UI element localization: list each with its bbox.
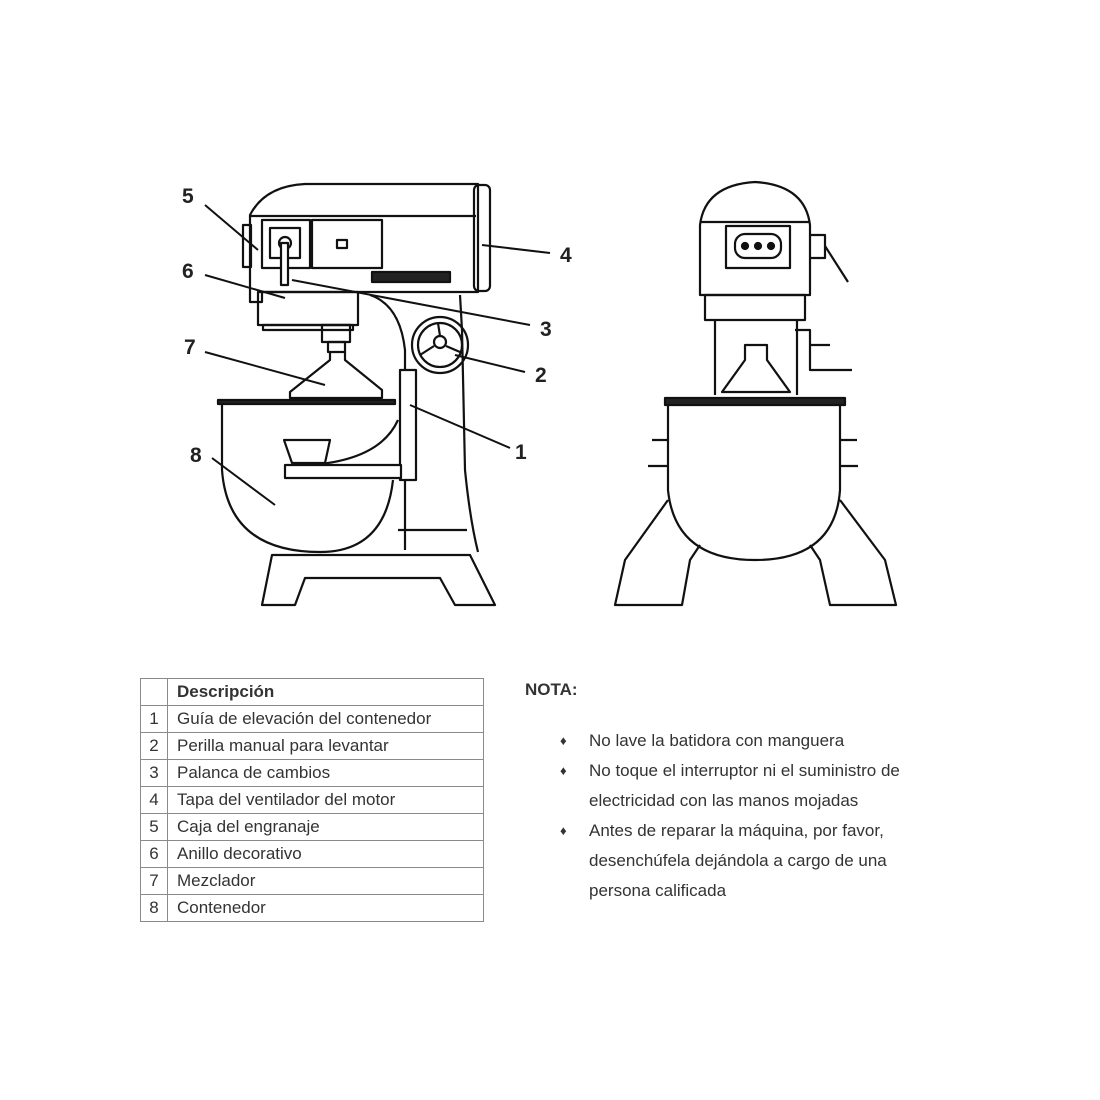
mixer-front-view: [613, 180, 898, 607]
front-column: [713, 320, 799, 395]
row-desc: Palanca de cambios: [167, 759, 484, 787]
header-description: Descripción: [167, 678, 484, 706]
front-bowl-rim: [663, 396, 847, 407]
row-desc: Caja del engranaje: [167, 813, 484, 841]
row-desc: Guía de elevación del contenedor: [167, 705, 484, 733]
note-item: ♦ No toque el interruptor ni el suministr…: [560, 756, 934, 816]
note-text: Antes de reparar la máquina, por favor, …: [589, 821, 887, 900]
table-header-row: Descripción: [140, 678, 484, 706]
bowl-clips: [648, 438, 858, 468]
row-desc: Contenedor: [167, 894, 484, 922]
vent-grille: [370, 270, 452, 284]
switch-panel: [310, 218, 384, 270]
switch-icon: [335, 238, 349, 250]
callout-2: 2: [535, 364, 547, 387]
front-control-plate: [733, 232, 783, 260]
callout-4: 4: [560, 244, 572, 267]
front-leg-right: [809, 499, 898, 607]
front-gear-ring: [703, 293, 807, 322]
note-text: No lave la batidora con manguera: [589, 731, 845, 750]
handwheel: [410, 315, 470, 375]
notes-list: ♦ No lave la batidora con manguera ♦ No to…: [525, 726, 934, 906]
row-num: 8: [140, 894, 168, 922]
notes-section: NOTA: ♦ No lave la batidora con manguera …: [525, 680, 934, 906]
motor-fan-cover: [472, 183, 492, 293]
callout-1: 1: [515, 441, 527, 464]
mixer-diagram: 1 2 3 4 5 6 7 8: [182, 180, 898, 607]
indicator-icon: [740, 241, 750, 251]
bowl-arm: [283, 463, 403, 480]
indicator-icon: [766, 241, 776, 251]
front-bowl: [666, 405, 842, 562]
handwheel-inner: [416, 321, 464, 369]
indicator-icon: [753, 241, 763, 251]
front-control-panel: [724, 224, 792, 270]
bowl-back: [309, 419, 400, 467]
header-num: [140, 678, 168, 706]
row-num: 5: [140, 813, 168, 841]
bowl: [220, 404, 395, 554]
front-leg-left: [613, 499, 701, 607]
mixer-neck: [326, 340, 347, 354]
diamond-bullet-icon: ♦: [560, 763, 567, 778]
note-text: No toque el interruptor ni el suministro…: [589, 761, 900, 810]
handwheel-hub: [432, 334, 448, 350]
row-num: 7: [140, 867, 168, 895]
row-desc: Tapa del ventilador del motor: [167, 786, 484, 814]
shaft: [320, 323, 352, 344]
note-item: ♦ Antes de reparar la máquina, por favor,…: [560, 816, 934, 906]
gearbox-side: [241, 223, 253, 269]
row-desc: Anillo decorativo: [167, 840, 484, 868]
row-desc: Mezclador: [167, 867, 484, 895]
front-beater: [720, 343, 792, 394]
decorative-ring: [256, 290, 360, 327]
front-head: [698, 180, 812, 297]
callout-5: 5: [182, 185, 194, 208]
note-item: ♦ No lave la batidora con manguera: [560, 726, 934, 756]
callout-8: 8: [190, 444, 202, 467]
row-num: 3: [140, 759, 168, 787]
row-num: 6: [140, 840, 168, 868]
callout-7: 7: [184, 336, 196, 359]
bowl-bottom-fitting: [282, 438, 332, 465]
row-num: 1: [140, 705, 168, 733]
row-num: 2: [140, 732, 168, 760]
notes-title: NOTA:: [525, 680, 578, 699]
mixer-column: [369, 293, 480, 553]
callout-6: 6: [182, 260, 194, 283]
mixer-side-view: [216, 182, 497, 607]
handwheel-spokes: [419, 322, 461, 356]
motor-head: [248, 182, 480, 304]
ring-bottom: [261, 323, 355, 332]
front-crank: [795, 328, 852, 372]
bowl-rim: [216, 398, 397, 406]
base: [260, 553, 497, 607]
row-num: 4: [140, 786, 168, 814]
callout-3: 3: [540, 318, 552, 341]
front-shift-lever: [810, 233, 849, 283]
diamond-bullet-icon: ♦: [560, 733, 567, 748]
shift-lever: [279, 241, 290, 287]
leader-lines: [204, 204, 551, 506]
diamond-bullet-icon: ♦: [560, 823, 567, 838]
mixer-beater: [288, 352, 384, 400]
bowl-lift-guide: [398, 368, 418, 482]
row-desc: Perilla manual para levantar: [167, 732, 484, 760]
